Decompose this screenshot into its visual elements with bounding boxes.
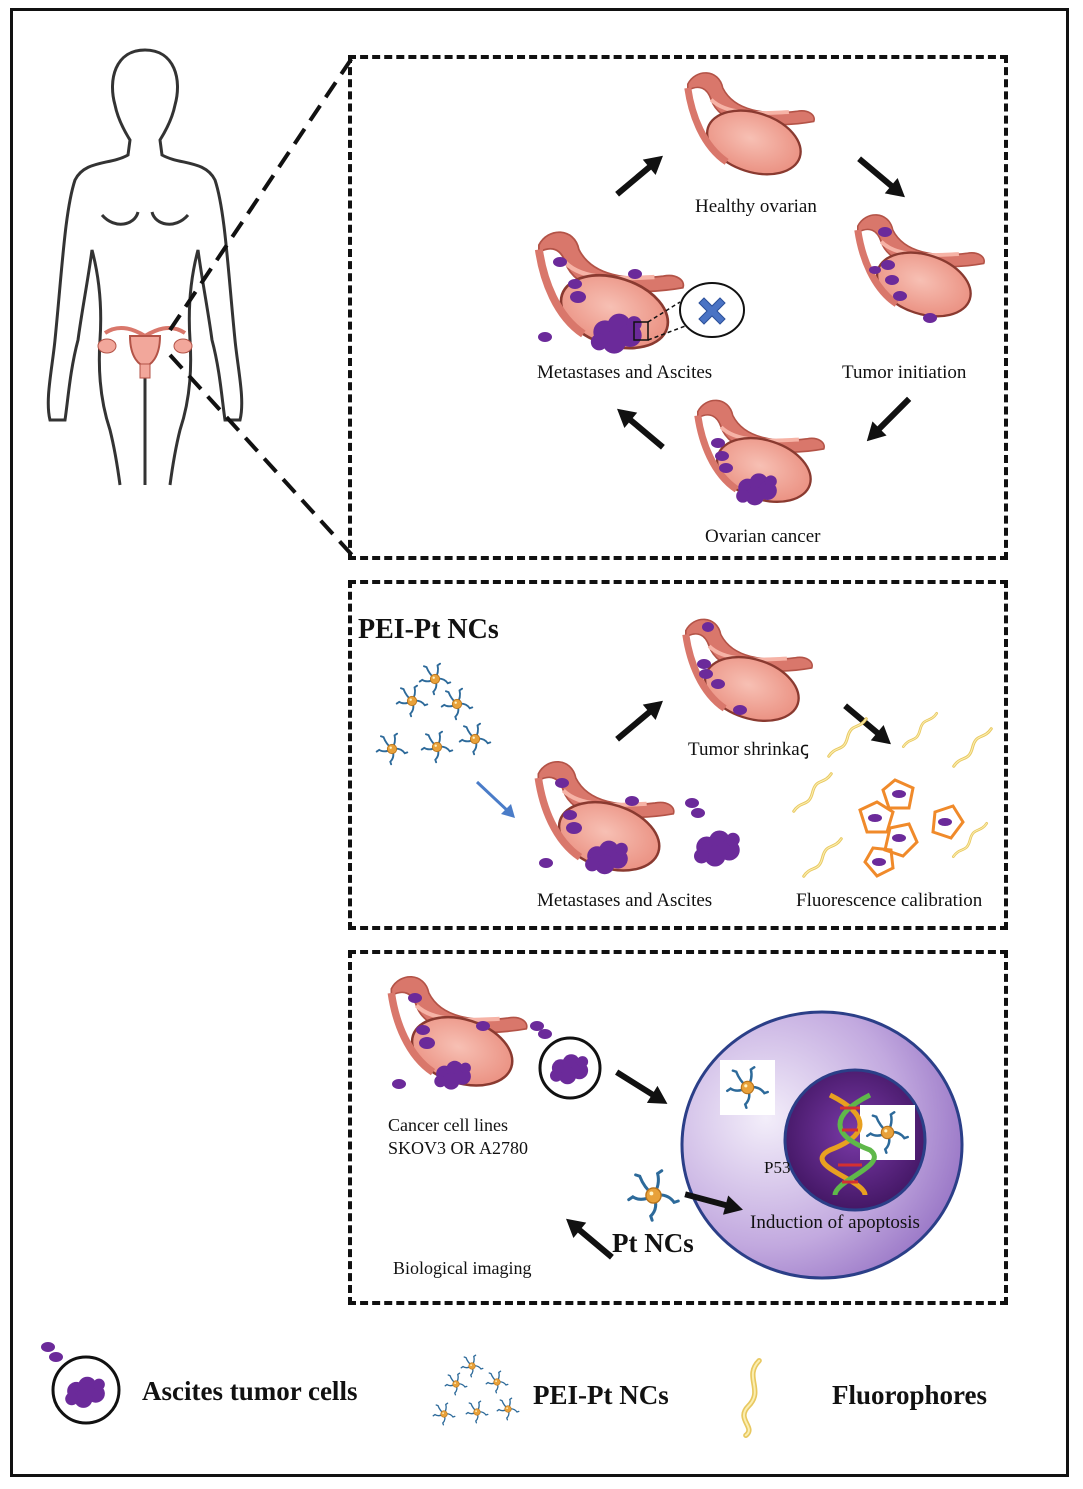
tumor-spots: [869, 227, 937, 323]
panel-ovarian-cancer-progression: [348, 55, 1008, 560]
label-pt-ncs: Pt NCs: [612, 1228, 694, 1258]
label-metastases-ascites-2: Metastases and Ascites: [537, 890, 713, 911]
fluorescence-calibration-graphic: [792, 711, 993, 878]
legend-fluorophores: Fluorophores: [832, 1380, 988, 1410]
label-pei-pt-ncs: PEI-Pt NCs: [358, 614, 499, 645]
tumor-spots: [539, 778, 639, 875]
label-ovarian-cancer: Ovarian cancer: [705, 526, 821, 547]
label-tumor-shrinkage: Tumor shrinkaꞔ: [688, 739, 809, 760]
nanocluster-group-icon: [375, 662, 492, 766]
cross-icon: [698, 297, 726, 325]
tumor-spots: [392, 993, 490, 1090]
figure-frame: [10, 8, 1069, 1477]
label-cell-line-names: SKOV3 OR A2780: [388, 1138, 529, 1158]
tumor-spots: [711, 438, 777, 506]
label-cell-lines: Cancer cell lines: [388, 1115, 508, 1135]
tumor-cluster-icon: [685, 798, 740, 867]
zoom-callout: [647, 282, 745, 341]
ascites-cell-icon: [530, 1021, 602, 1100]
zoom-lines: [168, 56, 354, 557]
legend-ascites: Ascites tumor cells: [142, 1376, 358, 1406]
label-induction-apoptosis: Induction of apoptosis: [750, 1212, 920, 1233]
fluorophore-icon: [741, 1358, 762, 1438]
cancer-cell: [680, 1010, 964, 1280]
label-biological-imaging: Biological imaging: [393, 1258, 532, 1278]
nanocluster-group-icon: [432, 1354, 520, 1426]
tumor-spots: [538, 257, 649, 354]
label-metastases-ascites: Metastases and Ascites: [537, 362, 713, 383]
legend-pei-pt-ncs: PEI-Pt NCs: [533, 1380, 669, 1410]
ascites-cell-icon: [41, 1342, 121, 1425]
dna-helix-icon: [819, 1092, 877, 1196]
blue-arrow-icon: [475, 780, 515, 818]
tumor-spots: [697, 622, 747, 715]
ovary-icon: [680, 68, 820, 178]
panel-pei-pt-treatment: [348, 580, 1008, 930]
label-p53: P53: [764, 1158, 791, 1177]
label-healthy-ovarian: Healthy ovarian: [695, 196, 817, 217]
panel-pt-ncs-mechanism: [348, 950, 1008, 1305]
uterus-icon: [97, 325, 193, 379]
nanocluster-icon: [627, 1169, 680, 1222]
label-fluorescence-calibration: Fluorescence calibration: [796, 890, 983, 911]
label-tumor-initiation: Tumor initiation: [842, 362, 967, 383]
